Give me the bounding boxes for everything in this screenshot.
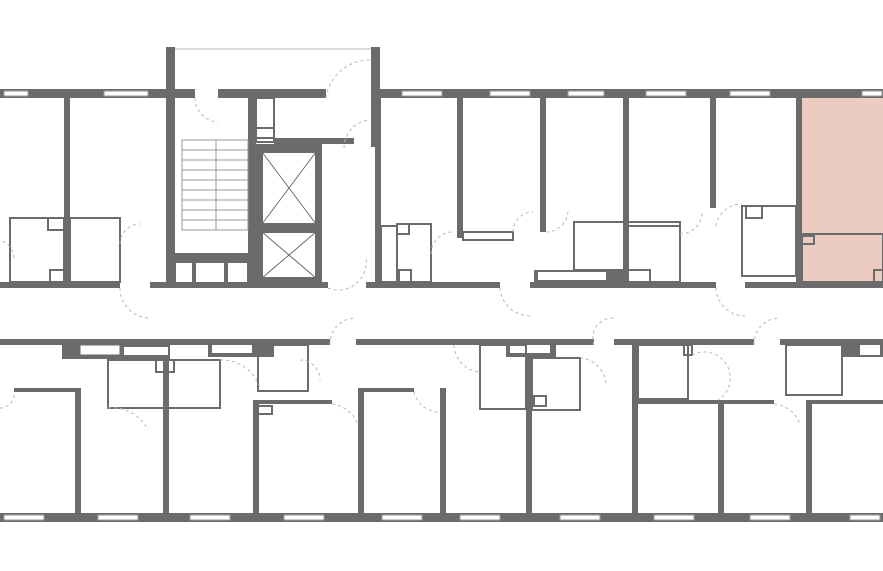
lower-partitions — [14, 343, 883, 514]
highlighted-apartment[interactable] — [800, 98, 883, 284]
staircase — [181, 139, 249, 231]
elevator-shaft — [256, 144, 322, 284]
corridor-walls — [0, 282, 883, 345]
door-swings — [0, 59, 801, 431]
upper-partitions — [9, 98, 883, 286]
windows — [3, 90, 883, 521]
building-core — [166, 47, 380, 287]
exterior-walls — [0, 89, 883, 522]
